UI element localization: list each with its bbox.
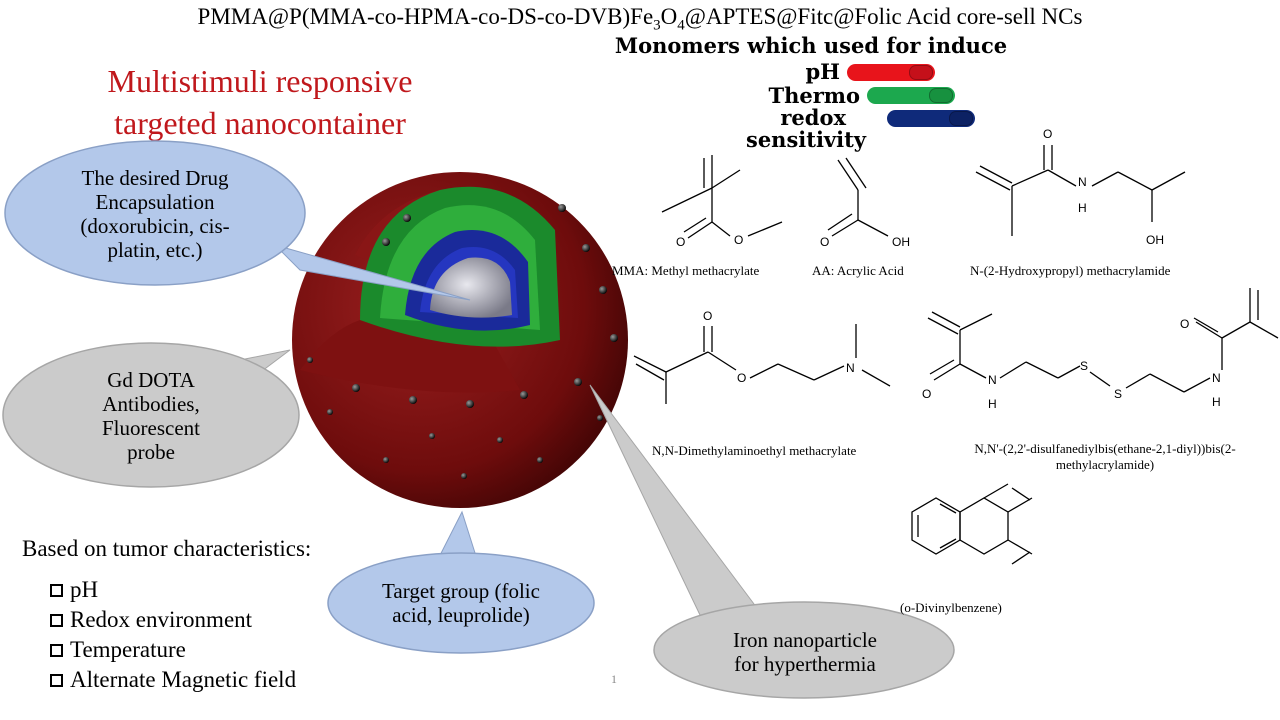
- ds-atom-n2: N: [1212, 371, 1221, 385]
- chem-label-dmaema: N,N-Dimethylaminoethyl methacrylate: [652, 443, 857, 458]
- slide-title: PMMA@P(MMA-co-HPMA-co-DS-co-DVB)Fe3O4@AP…: [197, 4, 1083, 34]
- tumor-item-label: Alternate Magnetic field: [70, 667, 297, 692]
- callout-iron-line2: for hyperthermia: [734, 652, 876, 676]
- tumor-item-ph: pH: [50, 575, 296, 605]
- callout-drug-bubble: [4, 140, 471, 301]
- tumor-item-label: Redox environment: [70, 607, 253, 632]
- main-heading-line1: Multistimuli responsive: [107, 63, 413, 99]
- callout-iron-bubble: [589, 384, 955, 699]
- callout-target-line2: acid, leuprolide): [392, 603, 530, 627]
- callout-iron-text: Iron nanoparticle for hyperthermia: [680, 628, 930, 676]
- stimulus-pill-redox: [887, 110, 975, 127]
- callout-drug-line1: The desired Drug: [81, 166, 229, 190]
- tumor-heading: Based on tumor characteristics:: [22, 536, 312, 561]
- chem-label-ds: N,N'-(2,2'-disulfanediylbis(ethane-2,1-d…: [930, 441, 1280, 473]
- callout-gd-bubble: [2, 342, 300, 488]
- tumor-item-label: pH: [70, 577, 99, 602]
- hpma-atom-o: O: [1043, 127, 1052, 141]
- tumor-item-redox: Redox environment: [50, 605, 296, 635]
- callout-target-text: Target group (folic acid, leuprolide): [340, 579, 582, 627]
- ds-atom-h2: H: [1212, 395, 1221, 409]
- callout-gd-text: Gd DOTA Antibodies, Fluorescent probe: [25, 368, 277, 464]
- ds-atom-n1: N: [988, 373, 997, 387]
- monomers-heading: Monomers which used for induce: [614, 33, 1008, 58]
- chem-label-hpma: N-(2-Hydroxypropyl) methacrylamide: [970, 263, 1171, 278]
- tumor-item-label: Temperature: [70, 637, 186, 662]
- callout-gd-line4: probe: [127, 440, 175, 464]
- ds-atom-s2: S: [1114, 387, 1122, 401]
- stimulus-label-thermo: Thermo: [768, 83, 860, 108]
- ds-atom-s1: S: [1080, 359, 1088, 373]
- callout-drug-line3: (doxorubicin, cis-: [80, 214, 230, 238]
- tumor-list: pH Redox environment Temperature Alterna…: [50, 575, 296, 695]
- chem-label-aa: AA: Acrylic Acid: [812, 263, 904, 278]
- callout-gd-line1: Gd DOTA: [107, 368, 195, 392]
- dmaema-atom-o2: O: [737, 371, 746, 385]
- page-number: 1: [611, 672, 617, 686]
- checkbox-icon: [50, 583, 63, 597]
- chem-mma-structure: [661, 155, 783, 239]
- callout-drug-line2: Encapsulation: [95, 190, 215, 214]
- main-heading-line2: targeted nanocontainer: [114, 105, 406, 141]
- aa-atom-o: O: [820, 235, 829, 249]
- chem-hpma-structure: [975, 145, 1186, 236]
- chem-dmaema-structure: [633, 324, 891, 404]
- ds-atom-h1: H: [988, 397, 997, 411]
- callout-target-bubble: [327, 510, 595, 654]
- hpma-atom-oh: OH: [1146, 233, 1164, 247]
- chem-label-ds-line1: N,N'-(2,2'-disulfanediylbis(ethane-2,1-d…: [974, 441, 1236, 456]
- mma-atom-o2: O: [734, 233, 743, 247]
- hpma-atom-n: N: [1078, 175, 1087, 189]
- dmaema-atom-o1: O: [703, 309, 712, 323]
- checkbox-icon: [50, 643, 63, 657]
- drug-core: [430, 257, 512, 318]
- callout-gd-line2: Antibodies,: [102, 392, 200, 416]
- chem-label-mma: MMA: Methyl methacrylate: [612, 263, 760, 278]
- dmaema-atom-n: N: [846, 361, 855, 375]
- stimulus-pill-ph: [847, 64, 935, 81]
- mma-atom-o1: O: [676, 235, 685, 249]
- chem-dvb-structure: [911, 483, 1033, 565]
- main-heading: Multistimuli responsive targeted nanocon…: [40, 60, 480, 144]
- chem-label-dvb: (o-Divinylbenzene): [900, 600, 1002, 615]
- callout-gd-line3: Fluorescent: [102, 416, 200, 440]
- callout-iron-line1: Iron nanoparticle: [732, 628, 878, 652]
- stimulus-label-ph: pH: [805, 59, 840, 84]
- hpma-atom-h: H: [1078, 201, 1087, 215]
- checkbox-icon: [50, 673, 63, 687]
- chem-ds-structure: [927, 288, 1279, 393]
- callout-drug-text: The desired Drug Encapsulation (doxorubi…: [25, 166, 285, 262]
- tumor-item-magnetic: Alternate Magnetic field: [50, 665, 296, 695]
- ds-atom-o1: O: [922, 387, 931, 401]
- ds-atom-o2: O: [1180, 317, 1189, 331]
- sensitivity-label: sensitivity: [746, 127, 867, 152]
- callout-drug-line4: platin, etc.): [107, 238, 203, 262]
- stimulus-label-redox: redox: [780, 105, 846, 130]
- tumor-item-temperature: Temperature: [50, 635, 296, 665]
- chem-label-ds-line2: methylacrylamide): [1055, 457, 1155, 472]
- chem-aa-structure: [827, 157, 889, 237]
- callout-target-line1: Target group (folic: [382, 579, 540, 603]
- checkbox-icon: [50, 613, 63, 627]
- stimulus-pill-thermo: [867, 87, 955, 104]
- aa-atom-oh: OH: [892, 235, 910, 249]
